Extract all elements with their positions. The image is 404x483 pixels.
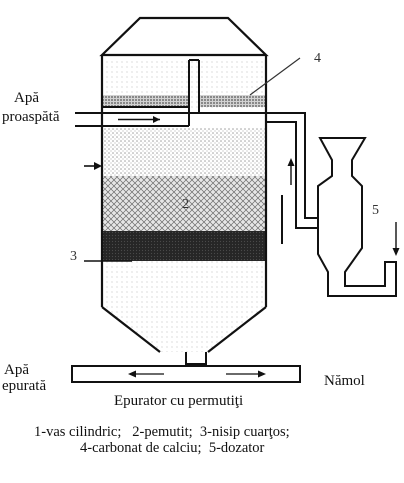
side-inlet-arrow-head-icon — [94, 162, 102, 170]
doser-arrow-head-icon — [392, 248, 400, 256]
doser — [317, 137, 397, 297]
fresh-water-label-1: Apă — [14, 90, 39, 106]
fresh-water-inlet — [75, 107, 199, 127]
number-3: 3 — [70, 249, 77, 264]
permutite-layer — [102, 176, 266, 231]
inlet-arrow-head-icon — [153, 116, 160, 123]
bottom-layer — [102, 261, 266, 307]
treated-water-label-1: Apă — [4, 362, 29, 378]
legend-line-2: 4-carbonat de calciu; 5-dozator — [80, 440, 265, 456]
tray-arrow-right-head-icon — [258, 370, 266, 378]
legend-line-1: 1-vas cilindric; 2-pemutit; 3-nisip cuar… — [34, 424, 290, 440]
tray-arrow-left-head-icon — [128, 370, 136, 378]
upper-band — [102, 95, 189, 107]
quartz-sand-layer — [102, 231, 266, 261]
base-tray — [71, 365, 301, 383]
number-2: 2 — [182, 197, 189, 212]
number-4: 4 — [314, 51, 321, 66]
treated-water-label-2: epurată — [2, 378, 46, 394]
calcium-carbonate-band — [199, 95, 266, 107]
fresh-water-label-2: proaspătă — [2, 109, 60, 125]
vessel-layers — [102, 60, 266, 352]
fresh-water-zone — [102, 128, 266, 176]
vessel-dome — [99, 16, 269, 57]
cone-bottom-fill — [102, 307, 266, 352]
pipe-up-arrow-head-icon — [287, 158, 295, 166]
diagram-title: Epurator cu permutiţi — [114, 393, 243, 409]
leader-4 — [249, 57, 301, 96]
sludge-label: Nămol — [324, 373, 365, 389]
vessel-outline — [99, 16, 269, 365]
number-5: 5 — [372, 203, 379, 218]
outlet-stub — [185, 352, 207, 365]
